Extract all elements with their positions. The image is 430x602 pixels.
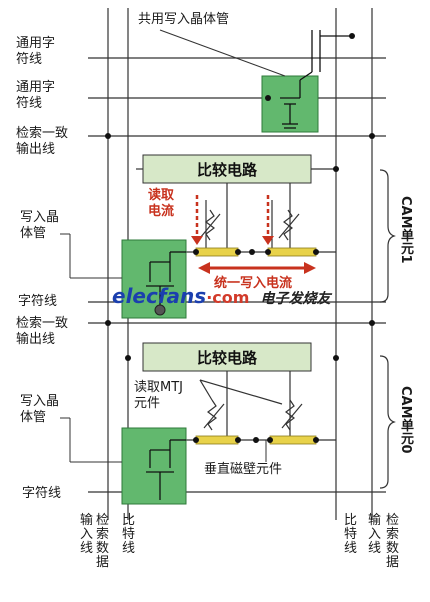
bottom-search-right-label: 检 索 数 据 <box>386 513 400 570</box>
write-transistor-1-box <box>121 239 187 319</box>
shared-transistor-node <box>349 33 355 39</box>
watermark-brand: elecfans <box>112 284 207 308</box>
watermark: elecfans·com 电子发烧友 <box>112 284 331 308</box>
compare-circuit-2-box <box>142 342 312 372</box>
shared-transistor-label: 共用写入晶体管 <box>138 12 230 27</box>
compare-circuit-1-box <box>142 154 312 184</box>
watermark-cn: 电子发烧友 <box>260 291 331 307</box>
write-transistor-2-label: 写入晶 体管 <box>20 394 60 425</box>
write-transistor-1-symbol <box>146 251 186 310</box>
word-line-1-label: 通用字 符线 <box>16 36 56 67</box>
bottom-bit-right-label: 比 特 线 <box>344 513 358 556</box>
write-transistor-0-symbol <box>146 439 186 500</box>
read-current-label: 读取 电流 <box>148 188 175 219</box>
compare-circuit-1-label: 比较电路 <box>197 161 258 179</box>
cell1-dots <box>193 249 319 255</box>
cell1-element-left <box>195 247 239 257</box>
shared-transistor-symbol <box>280 30 352 129</box>
cell0-element-left <box>195 435 239 445</box>
leader-lines <box>60 29 286 463</box>
cam-cell-1-bracket <box>379 169 396 303</box>
search-match-out-2-label: 检索一致 输出线 <box>16 316 69 347</box>
perpendicular-element-label: 垂直磁壁元件 <box>204 462 283 477</box>
read-mtj-label: 读取MTJ 元件 <box>134 380 183 411</box>
bottom-bit-left-label: 比 特 线 <box>122 513 136 556</box>
read-current-arrows <box>195 195 270 238</box>
watermark-domain: ·com <box>206 288 250 307</box>
word-line-4-label: 字符线 <box>22 486 62 501</box>
arrowhead <box>191 236 203 245</box>
cam-cell-0-label: CAM单元0 <box>398 386 413 454</box>
cell1-resistors <box>199 209 300 241</box>
junction-dots <box>105 133 375 361</box>
bottom-input-right-label: 输 入 线 <box>368 513 382 556</box>
unified-write-current-label: 统一写入电流 <box>214 276 293 291</box>
arrowhead <box>262 236 274 245</box>
word-line-2-label: 通用字 符线 <box>16 80 56 111</box>
arrowhead <box>198 262 210 274</box>
compare-circuit-2-label: 比较电路 <box>197 349 258 367</box>
cell1-wiring <box>205 183 291 250</box>
search-match-out-1-label: 检索一致 输出线 <box>16 126 69 157</box>
bottom-input-left-label: 输 入 线 <box>80 513 94 556</box>
cell1-element-right <box>267 247 317 257</box>
bottom-search-left-label: 检 索 数 据 <box>96 513 110 570</box>
cell0-wiring <box>199 371 303 437</box>
junction-dot <box>265 95 271 101</box>
cell0-element-right <box>269 435 317 445</box>
transistor-node <box>154 304 166 316</box>
cell0-dots <box>193 437 319 443</box>
write-transistor-1-label: 写入晶 体管 <box>20 210 60 241</box>
write-transistor-0-box <box>121 427 187 505</box>
arrowhead <box>304 262 316 274</box>
cam-cell-1-label: CAM单元1 <box>398 196 413 264</box>
cam-cell-0-bracket <box>379 355 396 489</box>
word-line-3-label: 字符线 <box>18 294 58 309</box>
